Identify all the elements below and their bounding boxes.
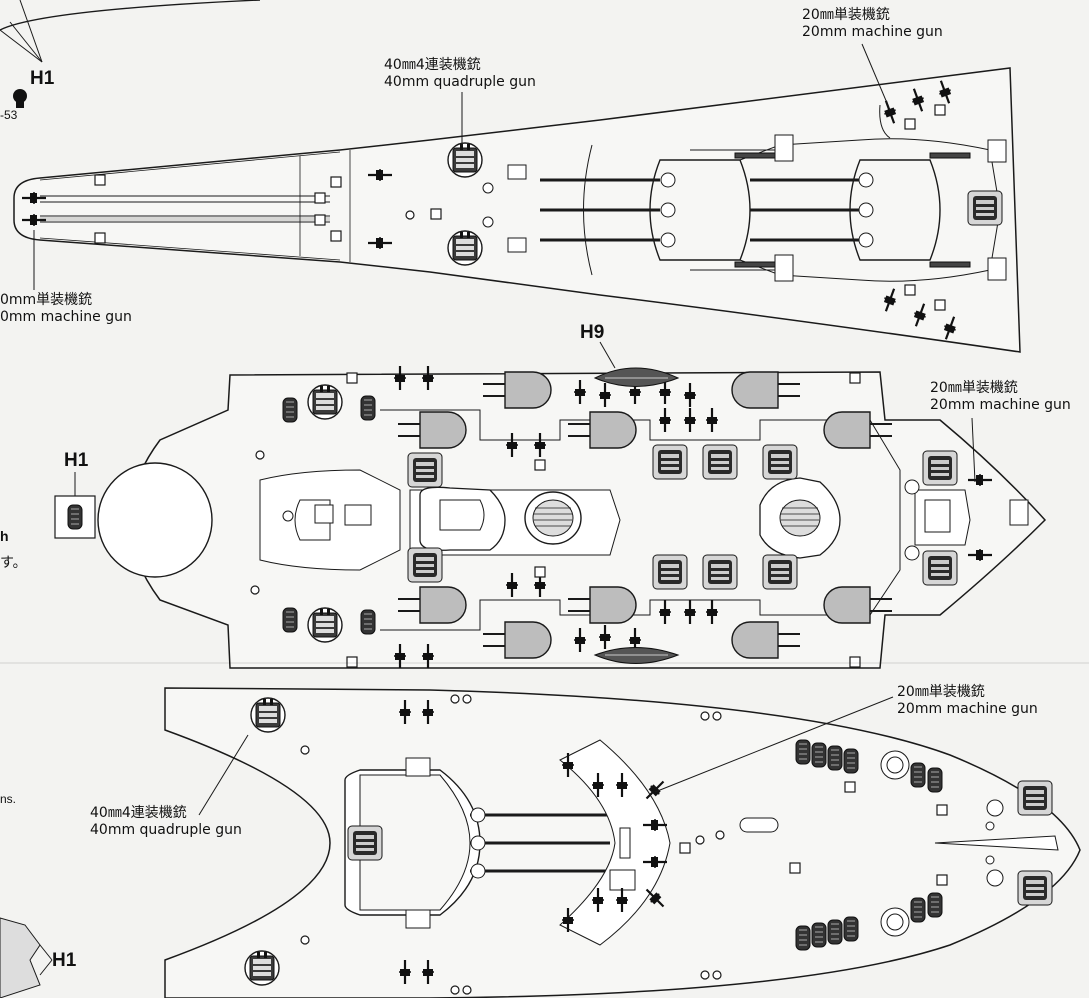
label-ja: 20㎜単装機銃 [802,7,890,23]
text-fragment-ns: ns. [0,792,17,806]
label-en: 40mm quadruple gun [384,74,536,90]
label-part-h1-top: H1 [30,68,55,89]
label-en: 40mm quadruple gun [90,822,242,838]
previous-view-hull-fragment [0,0,261,31]
label-20mm-machine-gun-bottom: 20㎜単装機銃 20mm machine gun [897,684,1038,718]
label-20mm-machine-gun-left-fragment: 0mm単装機銃 0mm machine gun [0,292,132,326]
main-turret-icon [750,159,941,261]
label-40mm-quad-top: 40㎜4連装機銃 40mm quadruple gun [384,57,536,91]
label-part-h9: H9 [580,322,605,343]
part-h9-raft-icon [593,367,680,664]
label-en: 20mm machine gun [802,24,943,40]
bow-deck-plan [164,687,1081,998]
label-en: 0mm machine gun [0,309,132,325]
text-fragment-su: す。 [0,554,27,570]
label-ja: 40㎜4連装機銃 [384,57,481,73]
stern-deck-plan [13,67,1021,353]
label-ja: 20㎜単装機銃 [930,380,1018,396]
part-h1-icon [13,89,27,108]
label-part-h1-mid: H1 [64,450,89,471]
label-part-h1-bottom: H1 [52,950,77,971]
text-fragment-h: h [0,528,9,544]
label-20mm-machine-gun-mid: 20㎜単装機銃 20mm machine gun [930,380,1071,414]
label-en: 20mm machine gun [897,701,1038,717]
label-20mm-machine-gun-top: 20㎜単装機銃 20mm machine gun [802,7,943,41]
main-turret-icon [540,159,751,261]
superstructure-deck-plan [54,364,1047,670]
label-40mm-quad-bottom: 40㎜4連装機銃 40mm quadruple gun [90,805,242,839]
label-en: 20mm machine gun [930,397,1071,413]
label-ja: 20㎜単装機銃 [897,684,985,700]
label-ja: 40㎜4連装機銃 [90,805,187,821]
previous-view-fragment [0,917,53,998]
label-ja: 0mm単装機銃 [0,292,93,308]
label-ref-53: -53 [0,108,18,122]
